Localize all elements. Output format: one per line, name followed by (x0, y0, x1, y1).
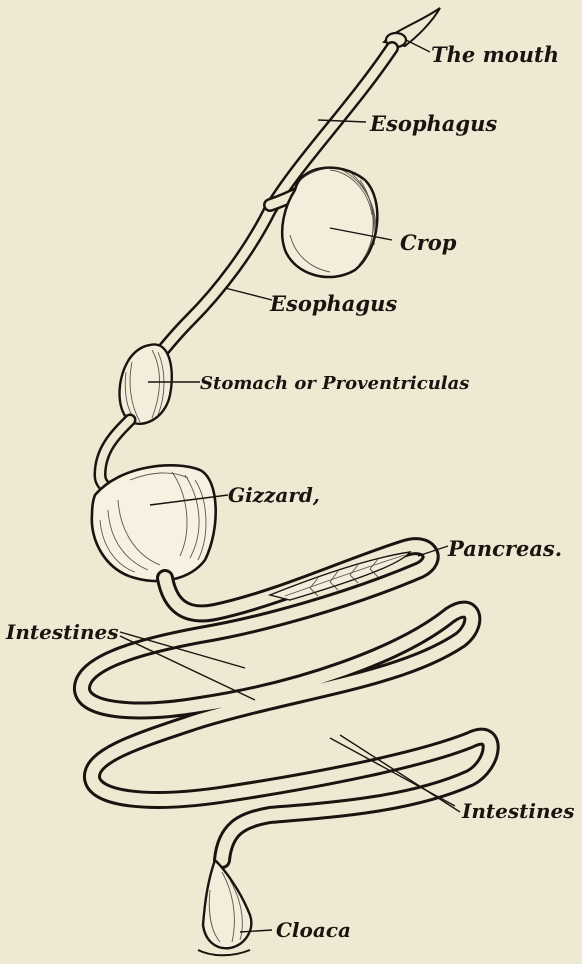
label-intestines-right: Intestines (462, 801, 574, 821)
label-mouth: The mouth (431, 44, 559, 65)
vent (198, 950, 250, 955)
label-intestines-left: Intestines (6, 622, 118, 642)
label-crop: Crop (400, 232, 456, 253)
cloaca (203, 860, 251, 948)
label-gizzard: Gizzard, (228, 485, 320, 505)
label-esophagus-upper: Esophagus (370, 113, 497, 134)
label-pancreas: Pancreas. (448, 538, 562, 559)
label-cloaca: Cloaca (276, 920, 351, 940)
label-stomach: Stomach or Proventriculas (200, 375, 469, 393)
label-esophagus-lower: Esophagus (270, 293, 397, 314)
